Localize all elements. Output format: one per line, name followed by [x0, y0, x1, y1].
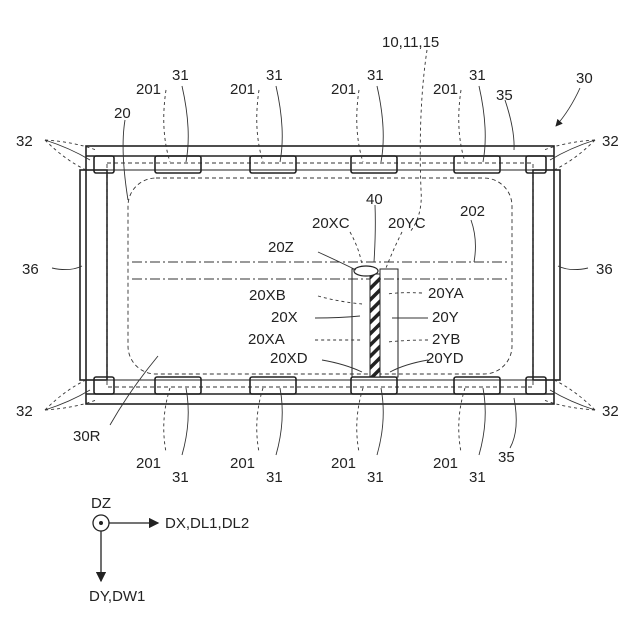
mark-20Z — [354, 266, 378, 276]
axis-origin-dot — [99, 521, 103, 525]
label-20YD: 20YD — [426, 350, 464, 367]
label-202: 202 — [460, 203, 485, 220]
region-20X — [352, 269, 370, 377]
label-20Z: 20Z — [268, 239, 294, 256]
region-20Y — [380, 269, 398, 377]
label-201-bottom-4: 201 — [433, 455, 458, 472]
board-outline — [107, 163, 533, 387]
label-31-bottom-3: 31 — [367, 469, 384, 486]
label-31-bottom-4: 31 — [469, 469, 486, 486]
frame-outline — [86, 146, 554, 404]
label-35-bottom: 35 — [498, 449, 515, 466]
label-201-top-1: 201 — [136, 81, 161, 98]
label-20XD: 20XD — [270, 350, 308, 367]
label-32-top-right: 32 — [602, 133, 619, 150]
label-31-bottom-2: 31 — [266, 469, 283, 486]
label-2YB: 2YB — [432, 331, 460, 348]
label-30: 30 — [576, 70, 593, 87]
label-201-top-4: 201 — [433, 81, 458, 98]
label-31-top-2: 31 — [266, 67, 283, 84]
label-20XB: 20XB — [249, 287, 286, 304]
label-32-bottom-right: 32 — [602, 403, 619, 420]
axis-x-label: DX,DL1,DL2 — [165, 515, 249, 532]
axis-y-label: DY,DW1 — [89, 588, 145, 605]
axis-z-label: DZ — [91, 495, 111, 512]
right-side-wall — [533, 170, 560, 380]
label-30R: 30R — [73, 428, 101, 445]
label-20XA: 20XA — [248, 331, 285, 348]
label-32-top-left: 32 — [16, 133, 33, 150]
label-20YA: 20YA — [428, 285, 464, 302]
label-20: 20 — [114, 105, 131, 122]
label-31-top-3: 31 — [367, 67, 384, 84]
axis-indicator: DZ DX,DL1,DL2 DY,DW1 — [89, 495, 249, 605]
label-201-bottom-3: 201 — [331, 455, 356, 472]
label-36-right: 36 — [596, 261, 613, 278]
label-20X: 20X — [271, 309, 298, 326]
label-201-bottom-2: 201 — [230, 455, 255, 472]
label-201-top-2: 201 — [230, 81, 255, 98]
label-201-bottom-1: 201 — [136, 455, 161, 472]
package-assembly — [80, 146, 560, 404]
label-10-11-15: 10,11,15 — [382, 34, 439, 51]
label-31-bottom-1: 31 — [172, 469, 189, 486]
label-36-left: 36 — [22, 261, 39, 278]
label-31-top-1: 31 — [172, 67, 189, 84]
left-side-wall — [80, 170, 107, 380]
hatched-strip-40 — [370, 274, 380, 377]
label-35-top: 35 — [496, 87, 513, 104]
label-201-top-3: 201 — [331, 81, 356, 98]
label-40: 40 — [366, 191, 383, 208]
label-32-bottom-left: 32 — [16, 403, 33, 420]
label-31-top-4: 31 — [469, 67, 486, 84]
label-20Y: 20Y — [432, 309, 459, 326]
label-20XC: 20XC — [312, 215, 350, 232]
label-20YC: 20YC — [388, 215, 426, 232]
